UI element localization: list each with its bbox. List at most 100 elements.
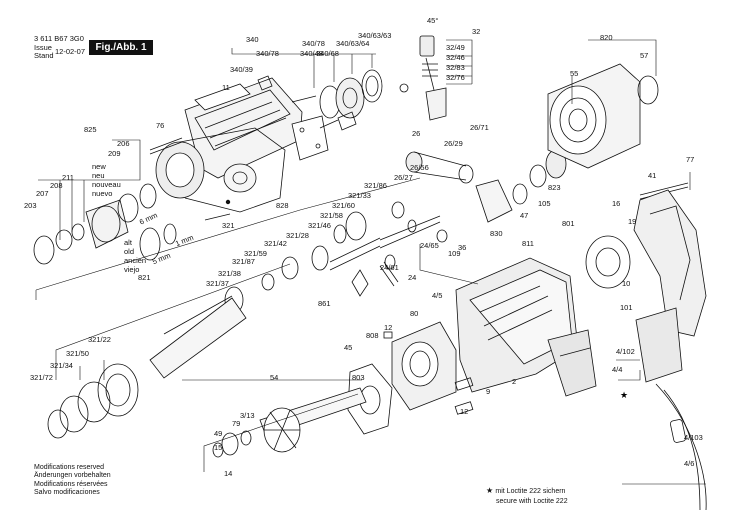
variant-new-block: new neu nouveau nuevo	[92, 162, 121, 198]
part-callout: 825	[84, 125, 97, 134]
motor-flange	[547, 63, 659, 169]
part-callout: 808	[366, 331, 379, 340]
part-callout: 321/37	[206, 279, 229, 288]
part-callout: 321/86	[364, 181, 387, 190]
angle-label: 45°	[427, 16, 439, 25]
part-callout: 340/78	[256, 49, 279, 58]
part-callout: 321/72	[30, 373, 53, 382]
part-callout: 26/56	[410, 163, 429, 172]
footer-line-de: Änderungen vorbehalten	[34, 472, 111, 480]
part-callout: 340/68	[316, 49, 339, 58]
part-callout: 206	[117, 139, 130, 148]
part-callout: 211	[62, 173, 74, 182]
part-callout: 32/49	[446, 43, 465, 52]
part-callout: 11	[222, 83, 230, 92]
variant-old-fr: ancien	[124, 256, 147, 265]
part-callout: 321/38	[218, 269, 241, 278]
part-callout: 340/63/64	[336, 39, 369, 48]
part-callout: 340/48	[300, 49, 323, 58]
part-callout: 32/46	[446, 53, 465, 62]
part-callout: 76	[156, 121, 164, 130]
part-callout: 24/61	[380, 263, 399, 272]
footer-line-en: Modifications reserved	[34, 464, 105, 471]
rear-handle	[585, 189, 707, 511]
part-callout: 321/46	[308, 221, 331, 230]
part-callout: 321	[222, 221, 235, 230]
part-callout: 79	[232, 419, 240, 428]
part-callout: 105	[538, 199, 551, 208]
part-callout: 49	[214, 429, 222, 438]
issue-label: Issue	[34, 43, 52, 52]
part-callout: 15	[214, 443, 222, 452]
part-callout: 12	[384, 323, 392, 332]
part-callout: 321/34	[50, 361, 73, 370]
stator	[391, 321, 457, 411]
part-callout: 321/58	[320, 211, 343, 220]
bracket-plate	[291, 115, 329, 161]
part-callout: 821	[138, 273, 151, 282]
part-callout: 321/22	[88, 335, 111, 344]
part-callout: 828	[276, 201, 289, 210]
footer-line-fr: Modifications réservées	[34, 480, 108, 488]
brush-holders	[383, 331, 474, 415]
part-callout: 340/63/63	[358, 31, 391, 40]
part-callout: 340	[246, 35, 259, 44]
part-callout: 321/28	[286, 231, 309, 240]
variant-new-fr: nouveau	[92, 180, 121, 189]
part-callout: 4/5	[432, 291, 442, 300]
stand-label: Stand	[34, 51, 54, 60]
part-callout: 55	[570, 69, 578, 78]
part-callout: 41	[648, 171, 656, 180]
part-callout: 14	[224, 469, 232, 478]
part-callout: 26	[412, 129, 420, 138]
doc-number: 3 611 B67 3G0	[34, 34, 84, 43]
part-callout: 4/103	[684, 433, 703, 442]
main-housing	[455, 257, 597, 397]
part-callout: 209	[108, 149, 121, 158]
part-callout: 57	[640, 51, 648, 60]
part-callout: 803	[352, 373, 365, 382]
part-callout: 321/42	[264, 239, 287, 248]
part-callout: 203	[24, 201, 37, 210]
part-callout: 321/33	[348, 191, 371, 200]
loctite-star: ★	[620, 390, 628, 400]
loctite-note: ★ mit Loctite 222 sichern secure with Lo…	[486, 486, 568, 505]
part-callout: 19	[628, 217, 636, 226]
part-callout: 26/29	[444, 139, 463, 148]
footer-modifications: Modifications reserved Änderungen vorbeh…	[34, 464, 111, 498]
part-callout: 321/60	[332, 201, 355, 210]
part-callout: 820	[600, 33, 613, 42]
screws	[149, 95, 689, 221]
selector-switch	[399, 35, 447, 121]
part-callout: 340/78	[302, 39, 325, 48]
part-callout: 36	[458, 243, 466, 252]
part-callout: 4/102	[616, 347, 635, 356]
part-callout: 321/87	[232, 257, 255, 266]
part-callout: 47	[520, 211, 528, 220]
bearing-rings-340	[319, 69, 383, 131]
part-callout: 861	[318, 299, 331, 308]
part-callout: 10	[622, 279, 630, 288]
variant-new-en: new	[92, 162, 106, 171]
part-callout: 4/4	[612, 365, 622, 374]
part-callout: 26/27	[394, 173, 413, 182]
part-callout: 45	[344, 343, 352, 352]
part-callout: 32/76	[446, 73, 465, 82]
variant-old-block: alt old ancien viejo	[124, 238, 146, 274]
gear-housing-front	[155, 127, 286, 213]
impact-mechanism	[47, 211, 381, 439]
part-callout: 12	[460, 407, 468, 416]
part-callout: 54	[270, 373, 278, 382]
part-callout: 830	[490, 229, 503, 238]
issue-date: 12-02-07	[55, 47, 86, 56]
part-callout: 2	[512, 377, 516, 386]
figure-label: Fig./Abb. 1	[89, 40, 153, 55]
part-callout: 823	[548, 183, 561, 192]
part-callout: 32	[472, 27, 480, 36]
variant-old-es: viejo	[124, 265, 140, 274]
part-callout: 24/65	[420, 241, 439, 250]
part-callout: 109	[448, 249, 461, 258]
variant-old-en: old	[124, 247, 135, 256]
part-callout: 3/13	[240, 411, 255, 420]
